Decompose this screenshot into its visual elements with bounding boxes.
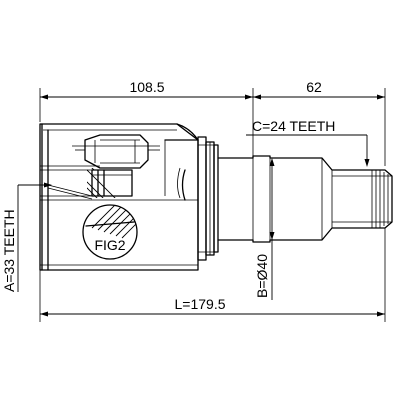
shaft-diameter-dimension — [269, 158, 275, 300]
outer-housing — [39, 123, 199, 271]
shaft-length-label: 62 — [306, 79, 322, 95]
total-length-dimension — [39, 228, 386, 322]
fig2-label: FIG2 — [94, 237, 125, 253]
outer-spline-leader — [246, 134, 370, 167]
total-length-label: L=179.5 — [175, 296, 226, 312]
shaft-diameter-label: B=Ø40 — [254, 254, 270, 298]
fig2-detail-circle — [82, 204, 138, 260]
housing-length-label: 108.5 — [129, 79, 164, 95]
top-dimension-line — [39, 88, 386, 166]
housing-neck — [197, 136, 219, 261]
inner-spline-label: A=33 TEETH — [1, 209, 17, 292]
tripod-roller — [72, 134, 160, 169]
tripod-hub-section — [87, 168, 133, 198]
stub-shaft — [217, 155, 393, 243]
inner-spline-leader — [17, 182, 52, 292]
outer-spline-label: C=24 TEETH — [252, 118, 335, 134]
